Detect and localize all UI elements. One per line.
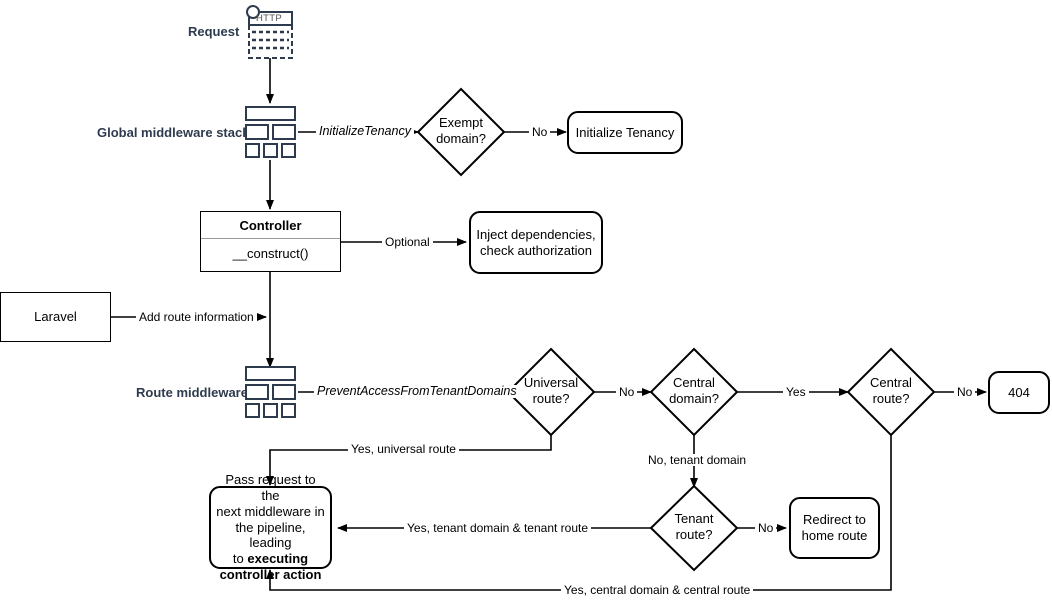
edge-label-no-tenant-domain: No, tenant domain <box>645 454 750 466</box>
node-pass-request[interactable]: Pass request to the next middleware in t… <box>209 472 332 582</box>
edge-label-prevent-access: PreventAccessFromTenantDomains <box>314 385 520 398</box>
node-laravel[interactable]: Laravel <box>0 292 111 342</box>
edge-label-initialize-tenancy: InitializeTenancy <box>316 125 414 138</box>
label-request: Request <box>188 24 240 39</box>
edge-label-yes-universal-route: Yes, universal route <box>348 443 459 455</box>
pass-request-line-4: to <box>232 551 248 567</box>
http-badge-label: HTTP <box>256 13 283 24</box>
label-global-middleware-stack: Global middleware stack <box>97 125 250 140</box>
node-pass-request-text: Pass request to the next middleware in t… <box>215 472 326 583</box>
node-404[interactable]: 404 <box>988 371 1050 414</box>
decision-central-route-label: Central route? <box>870 375 912 406</box>
pass-request-bold-1: executing <box>247 551 309 567</box>
pass-request-line-3: the pipeline, leading <box>235 519 306 551</box>
edge-label-central-domain-yes: Yes <box>783 386 809 398</box>
node-laravel-label: Laravel <box>34 309 77 325</box>
controller-method: __construct() <box>232 246 309 261</box>
edge-label-optional: Optional <box>382 236 433 248</box>
edge-label-add-route-information: Add route information <box>136 311 257 323</box>
edge-label-central-route-no: No <box>954 386 976 398</box>
node-404-label: 404 <box>1008 384 1030 400</box>
node-redirect-home-route-label: Redirect to home route <box>801 512 868 543</box>
edge-label-yes-tenant-domain-tenant-route: Yes, tenant domain & tenant route <box>404 522 592 534</box>
edge-label-universal-no: No <box>616 386 638 398</box>
pass-request-line-2: next middleware in <box>216 503 325 519</box>
node-initialize-tenancy-label: Initialize Tenancy <box>575 124 675 140</box>
pass-request-bold-2: controller action <box>219 567 322 583</box>
node-initialize-tenancy[interactable]: Initialize Tenancy <box>567 111 683 154</box>
edge-label-tenant-route-no: No <box>755 522 777 534</box>
node-inject-dependencies[interactable]: Inject dependencies, check authorization <box>469 211 603 274</box>
pass-request-line-1: Pass request to the <box>225 472 316 503</box>
decision-central-domain-label: Central domain? <box>669 375 719 406</box>
route-middleware-stack-icon <box>245 366 296 418</box>
decision-exempt-domain-label: Exempt domain? <box>436 115 486 146</box>
decision-tenant-route-label: Tenant route? <box>674 511 714 542</box>
global-middleware-stack-icon <box>245 106 296 158</box>
edge-label-yes-central-domain-central-route: Yes, central domain & central route <box>561 584 754 596</box>
decision-universal-route-label: Universal route? <box>523 375 579 406</box>
edge-label-exempt-no: No <box>529 126 551 138</box>
controller-title: Controller <box>201 212 340 239</box>
node-redirect-home-route[interactable]: Redirect to home route <box>789 497 880 559</box>
node-controller[interactable]: Controller __construct() <box>200 211 341 272</box>
label-route-middleware: Route middleware <box>136 385 248 400</box>
node-inject-dependencies-label: Inject dependencies, check authorization <box>476 226 596 258</box>
